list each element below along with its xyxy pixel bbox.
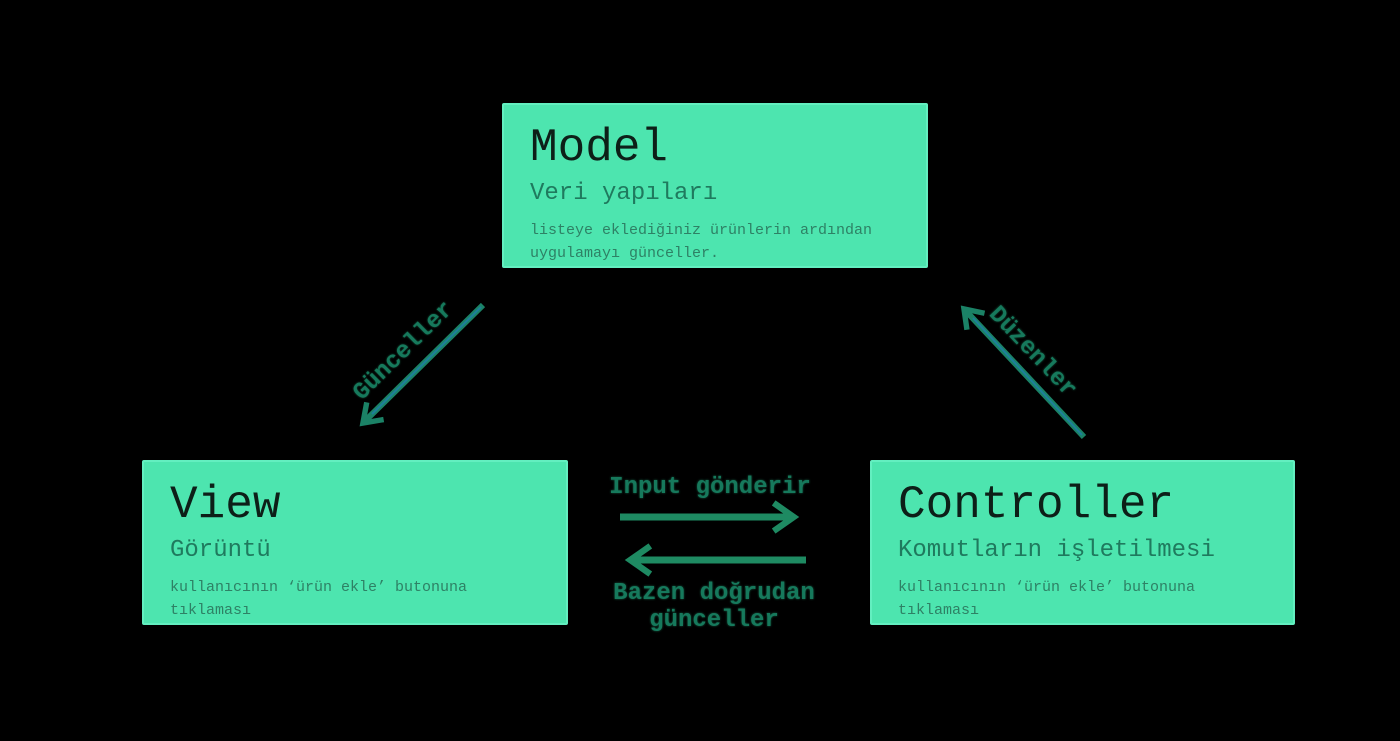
controller-node: Controller Komutların işletilmesi kullan… [870, 460, 1295, 625]
model-description: listeye eklediğiniz ürünlerin ardından u… [530, 222, 873, 262]
view-node: View Görüntü kullanıcının ‘ürün ekle’ bu… [142, 460, 568, 625]
view-subtitle: Görüntü [170, 537, 271, 564]
model-node: Model Veri yapıları listeye eklediğiniz … [502, 103, 928, 268]
model-title: Model [530, 122, 669, 174]
edge-label-view-to-controller: Input gönderir [609, 474, 811, 501]
view-title: View [170, 479, 281, 531]
controller-subtitle: Komutların işletilmesi [898, 537, 1215, 564]
edge-label-controller-to-view: Bazen doğrudan günceller [613, 580, 815, 634]
controller-title: Controller [898, 479, 1175, 531]
controller-description: kullanıcının ‘ürün ekle’ butonuna tıklam… [898, 579, 1196, 619]
edge-label-controller-to-model: Düzenler [982, 301, 1082, 404]
model-subtitle: Veri yapıları [530, 180, 718, 207]
view-description: kullanıcının ‘ürün ekle’ butonuna tıklam… [170, 579, 468, 619]
edge-label-model-to-view: Günceller [348, 296, 460, 407]
